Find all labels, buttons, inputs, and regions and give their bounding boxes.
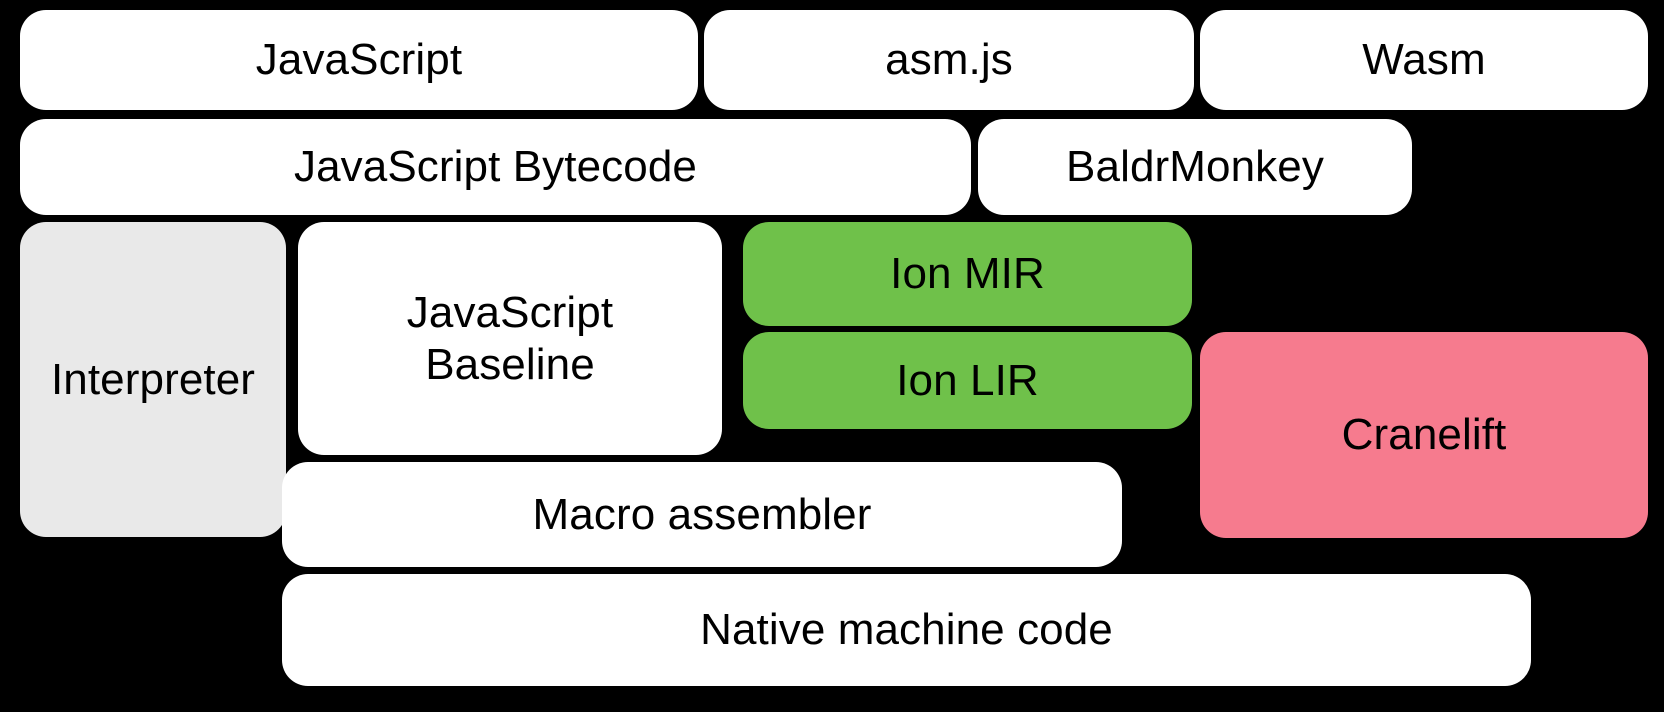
node-interpreter[interactable]: Interpreter: [20, 222, 286, 537]
node-ion-lir[interactable]: Ion LIR: [743, 332, 1192, 429]
node-label-javascript-bytecode: JavaScript Bytecode: [294, 142, 697, 192]
node-label-ion-mir: Ion MIR: [890, 249, 1045, 299]
node-ion-mir[interactable]: Ion MIR: [743, 222, 1192, 326]
node-label-wasm: Wasm: [1362, 35, 1486, 85]
node-cranelift[interactable]: Cranelift: [1200, 332, 1648, 538]
node-javascript-bytecode[interactable]: JavaScript Bytecode: [20, 119, 971, 215]
node-javascript[interactable]: JavaScript: [20, 10, 698, 110]
node-label-baldrmonkey: BaldrMonkey: [1066, 142, 1324, 192]
node-label-asmjs: asm.js: [885, 35, 1013, 85]
node-baldrmonkey[interactable]: BaldrMonkey: [978, 119, 1412, 215]
node-macro-assembler[interactable]: Macro assembler: [282, 462, 1122, 567]
node-javascript-baseline[interactable]: JavaScript Baseline: [298, 222, 722, 455]
node-label-javascript-baseline: JavaScript Baseline: [406, 288, 614, 389]
node-label-native-machine-code: Native machine code: [700, 605, 1113, 655]
node-label-interpreter: Interpreter: [50, 354, 256, 404]
node-native-machine-code[interactable]: Native machine code: [282, 574, 1531, 686]
node-label-javascript: JavaScript: [255, 35, 463, 85]
node-label-cranelift: Cranelift: [1341, 410, 1507, 460]
node-label-macro-assembler: Macro assembler: [532, 489, 872, 539]
node-wasm[interactable]: Wasm: [1200, 10, 1648, 110]
node-label-ion-lir: Ion LIR: [896, 355, 1039, 405]
node-asmjs[interactable]: asm.js: [704, 10, 1194, 110]
